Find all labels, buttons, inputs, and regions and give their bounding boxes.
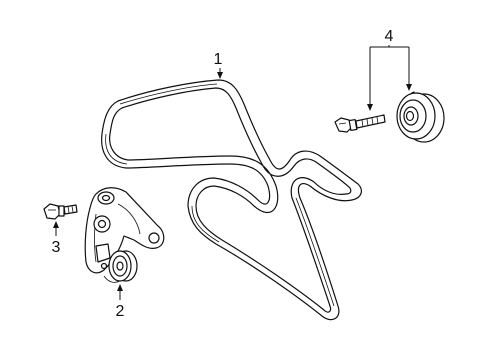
callout-label-belt: 1 xyxy=(214,51,223,68)
callout-4: 4 xyxy=(367,28,412,111)
idler-bolt xyxy=(334,114,386,133)
callout-label-tensioner-bolt: 3 xyxy=(52,239,61,256)
belt-tensioner xyxy=(84,187,165,283)
callout-3: 3 xyxy=(52,221,61,256)
serpentine-belt xyxy=(101,79,362,321)
callout-label-idler: 4 xyxy=(385,28,394,45)
callout-2: 2 xyxy=(116,284,125,320)
tensioner-bolt xyxy=(43,203,78,220)
callout-1: 1 xyxy=(214,51,223,79)
idler-pulley xyxy=(396,91,445,143)
callout-label-tensioner: 2 xyxy=(116,303,125,320)
